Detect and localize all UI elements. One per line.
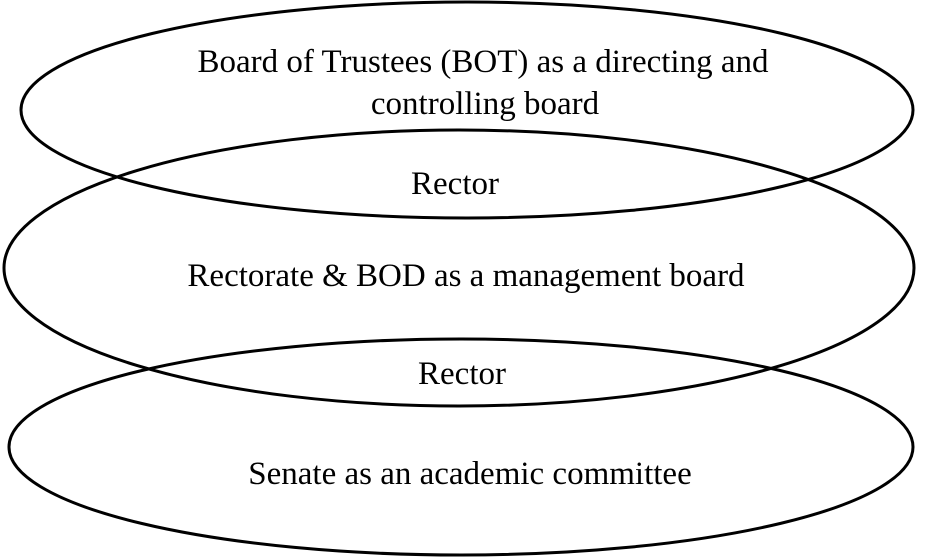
rector-label-bottom: Rector	[418, 356, 506, 392]
senate-ellipse	[7, 337, 915, 557]
rectorate-label: Rectorate & BOD as a management board	[187, 258, 745, 294]
rectorate-ellipse	[2, 128, 916, 408]
bot-label-line1: Board of Trustees (BOT) as a directing a…	[198, 44, 769, 80]
rector-label-top: Rector	[411, 166, 499, 202]
senate-label: Senate as an academic committee	[248, 456, 691, 492]
bot-label-line2: controlling board	[371, 86, 600, 122]
bot-ellipse	[19, 0, 915, 220]
